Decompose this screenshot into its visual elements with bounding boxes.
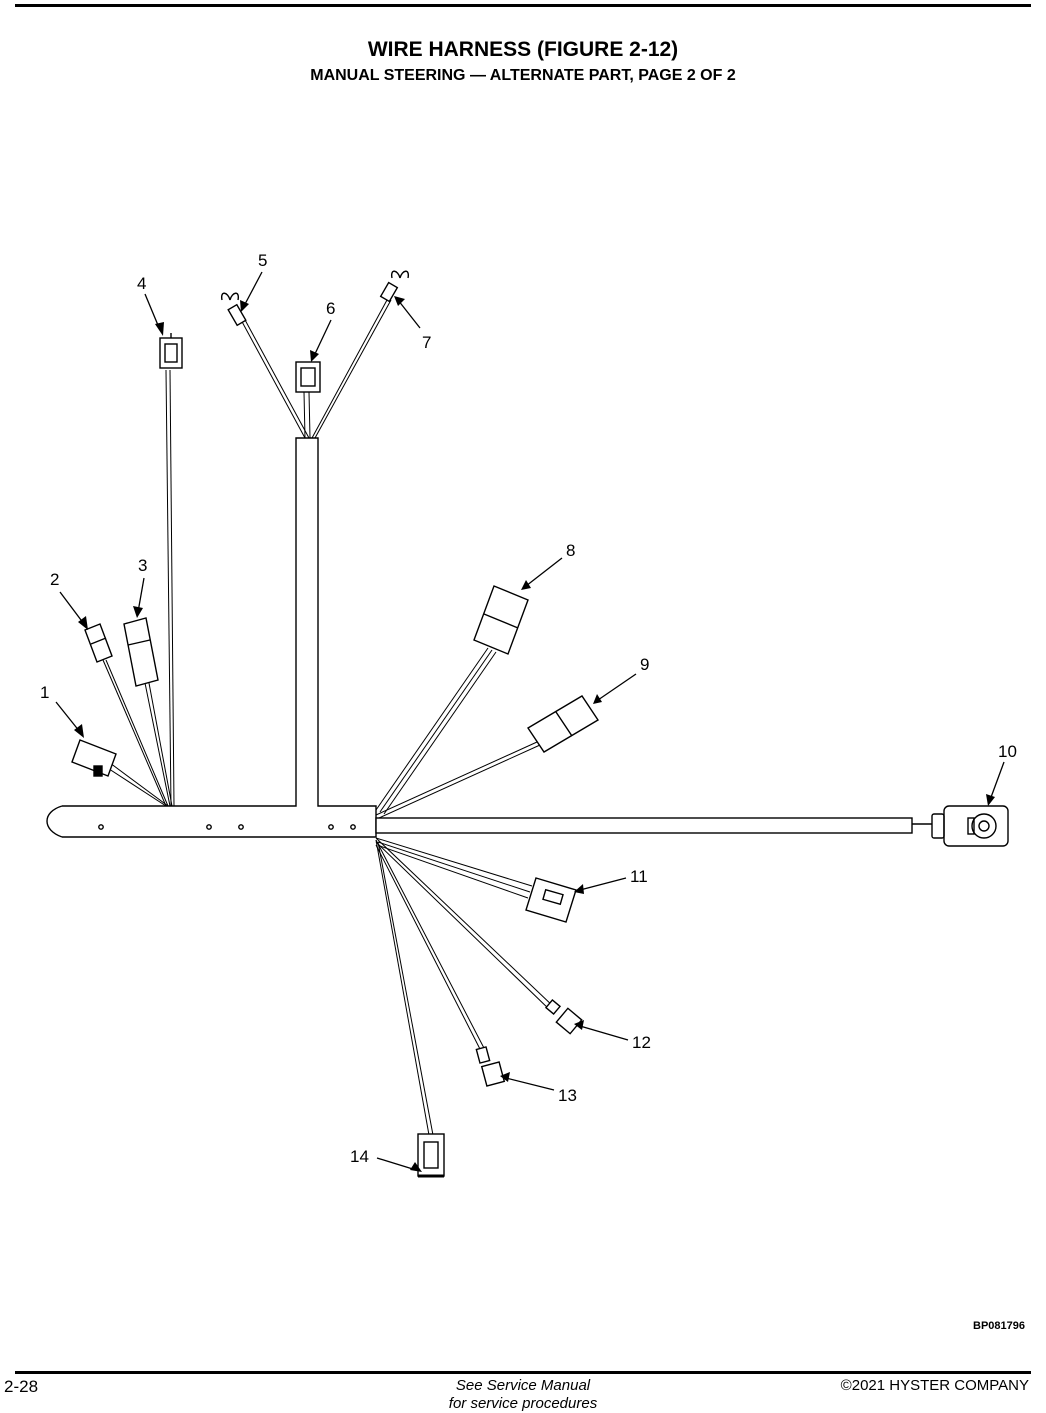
connector-12 xyxy=(544,998,583,1035)
callout-14: 14 xyxy=(350,1147,369,1166)
connector-13 xyxy=(475,1046,506,1087)
connector-3 xyxy=(123,617,159,687)
page-subtitle: MANUAL STEERING — ALTERNATE PART, PAGE 2… xyxy=(310,67,736,84)
callout-3: 3 xyxy=(138,556,147,575)
right-wires xyxy=(375,647,556,1136)
bottom-rule xyxy=(15,1371,1031,1374)
figure-id: BP081796 xyxy=(973,1320,1025,1332)
top-rule xyxy=(15,4,1031,7)
callout-6: 6 xyxy=(326,299,335,318)
page-number: 2-28 xyxy=(4,1377,39,1396)
footer-note-line1: See Service Manual xyxy=(455,1377,591,1394)
left-wires xyxy=(102,369,175,807)
callout-12: 12 xyxy=(632,1033,651,1052)
connector-4 xyxy=(159,333,183,369)
callout-2: 2 xyxy=(50,570,59,589)
connector-9 xyxy=(527,695,599,753)
arrow-heads xyxy=(74,296,995,1172)
callout-9: 9 xyxy=(640,655,649,674)
connector-5 xyxy=(220,292,247,327)
copyright: ©2021 HYSTER COMPANY xyxy=(840,1377,1029,1394)
footer-note-line2: for service procedures xyxy=(448,1395,598,1412)
callout-13: 13 xyxy=(558,1086,577,1105)
wire-harness-diagram: 1 2 3 4 5 6 7 8 9 10 11 12 13 14 xyxy=(40,251,1017,1178)
callout-1: 1 xyxy=(40,683,49,702)
connector-14 xyxy=(417,1133,445,1178)
callout-4: 4 xyxy=(137,274,146,293)
page-title: WIRE HARNESS (FIGURE 2-12) xyxy=(367,38,679,61)
connector-2 xyxy=(84,623,113,663)
callout-11: 11 xyxy=(630,867,648,886)
callout-8: 8 xyxy=(566,541,575,560)
branch-10 xyxy=(375,805,1009,847)
callout-10: 10 xyxy=(998,742,1017,761)
connector-11 xyxy=(525,877,577,923)
callout-7: 7 xyxy=(422,333,431,352)
callout-5: 5 xyxy=(258,251,267,270)
connector-8 xyxy=(473,585,529,655)
leader-arrows xyxy=(55,271,1005,1171)
connector-1 xyxy=(71,739,117,777)
top-wires xyxy=(239,299,392,439)
connector-6 xyxy=(295,361,321,393)
connector-7 xyxy=(379,270,410,303)
